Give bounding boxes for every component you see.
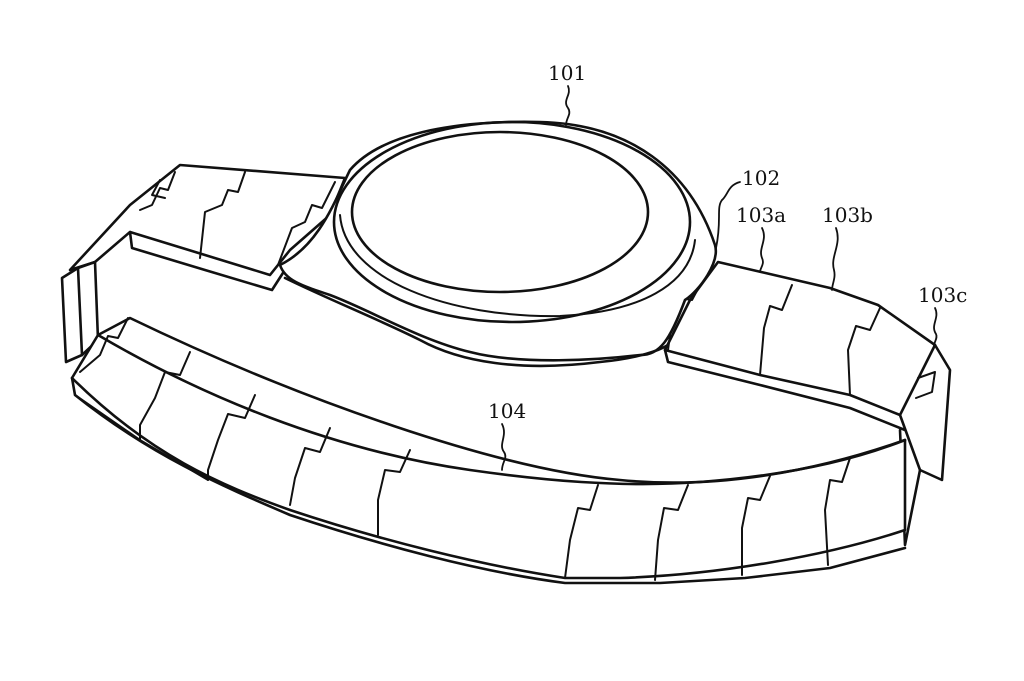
front-joint-1 xyxy=(79,317,129,373)
label-102: 102 xyxy=(742,166,780,190)
label-103b: 103b xyxy=(822,203,873,227)
leader-104 xyxy=(501,423,507,471)
label-103c: 103c xyxy=(918,283,967,307)
rear-joint-3 xyxy=(277,181,336,266)
front-joint-6 xyxy=(564,484,599,579)
bezel-inner-step xyxy=(339,214,696,318)
rear-joint-1b xyxy=(151,179,166,199)
housing-lower-contour xyxy=(283,276,670,368)
front-joint-9 xyxy=(824,457,851,566)
label-101: 101 xyxy=(548,61,586,85)
leader-102 xyxy=(715,181,741,249)
right-end-cap xyxy=(898,343,952,482)
bezel-outer xyxy=(332,120,692,324)
leader-103a xyxy=(759,227,765,273)
left-end-cap xyxy=(60,266,84,364)
leader-103b xyxy=(831,227,839,291)
front-band xyxy=(70,316,907,585)
rear-joint-2 xyxy=(199,171,246,259)
front-link-face-1 xyxy=(74,394,141,441)
front-joint-4 xyxy=(289,427,331,506)
front-joint-8 xyxy=(741,475,771,576)
rear-joint-1 xyxy=(139,171,176,211)
label-104: 104 xyxy=(488,399,526,423)
watch-housing xyxy=(278,120,718,362)
rear-right-links-outline xyxy=(663,260,937,417)
rear-right-links-edge xyxy=(663,348,907,432)
label-103a: 103a xyxy=(736,203,786,227)
right-clasp-notch xyxy=(915,371,936,399)
watch-face xyxy=(350,130,650,294)
front-joint-3 xyxy=(207,394,256,481)
leader-101 xyxy=(565,85,571,126)
reference-labels: 101 102 103a 103b 103c 104 xyxy=(488,61,967,471)
front-band-top-edge xyxy=(96,333,907,486)
watch-body xyxy=(278,120,718,368)
leader-103c xyxy=(933,307,938,347)
rear-left-links-edge xyxy=(128,230,292,292)
front-joint-5 xyxy=(377,449,411,536)
front-joint-7 xyxy=(654,484,689,581)
front-joint-2 xyxy=(139,351,191,441)
front-link-face-2 xyxy=(139,439,209,481)
rear-band xyxy=(60,163,952,547)
rear-joint-5 xyxy=(759,284,793,376)
rear-joint-6 xyxy=(847,307,881,396)
